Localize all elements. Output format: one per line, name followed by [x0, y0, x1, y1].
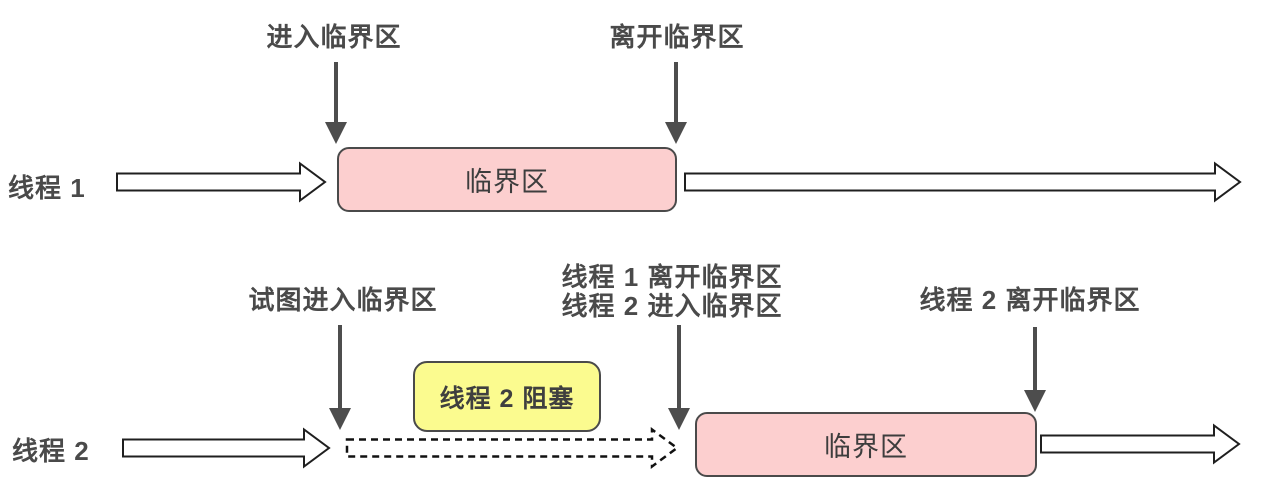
thread1-critical-section-box: 临界区 — [337, 147, 677, 212]
right-arrow-icon — [1040, 423, 1241, 465]
thread1-enter-critical-label: 进入临界区 — [266, 22, 402, 52]
critical-section-label: 临界区 — [465, 167, 549, 197]
thread2-blocked-label: 线程 2 阻塞 — [439, 384, 575, 413]
right-arrow-icon — [684, 161, 1242, 203]
down-arrow-icon — [1024, 327, 1046, 412]
right-arrow-icon — [116, 161, 327, 203]
thread2-enters-line: 线程 2 进入临界区 — [561, 291, 783, 321]
down-arrow-icon — [668, 325, 690, 430]
thread1-label: 线程 1 — [8, 173, 86, 203]
thread2-try-enter-label: 试图进入临界区 — [248, 285, 438, 315]
thread2-blocked-box: 线程 2 阻塞 — [413, 361, 601, 432]
down-arrow-icon — [665, 62, 687, 144]
thread1-leave-critical-label: 离开临界区 — [609, 22, 745, 52]
right-arrow-icon — [122, 427, 331, 469]
down-arrow-icon — [329, 325, 351, 430]
dashed-right-arrow-icon — [345, 427, 680, 469]
thread-handoff-label: 线程 1 离开临界区 线程 2 进入临界区 — [562, 263, 783, 321]
thread2-label: 线程 2 — [12, 436, 90, 466]
thread1-leaves-line: 线程 1 离开临界区 — [561, 262, 783, 292]
down-arrow-icon — [325, 62, 347, 144]
critical-section-label: 临界区 — [824, 432, 908, 462]
thread2-critical-section-box: 临界区 — [695, 412, 1037, 477]
thread2-leave-critical-label: 线程 2 离开临界区 — [919, 285, 1141, 315]
